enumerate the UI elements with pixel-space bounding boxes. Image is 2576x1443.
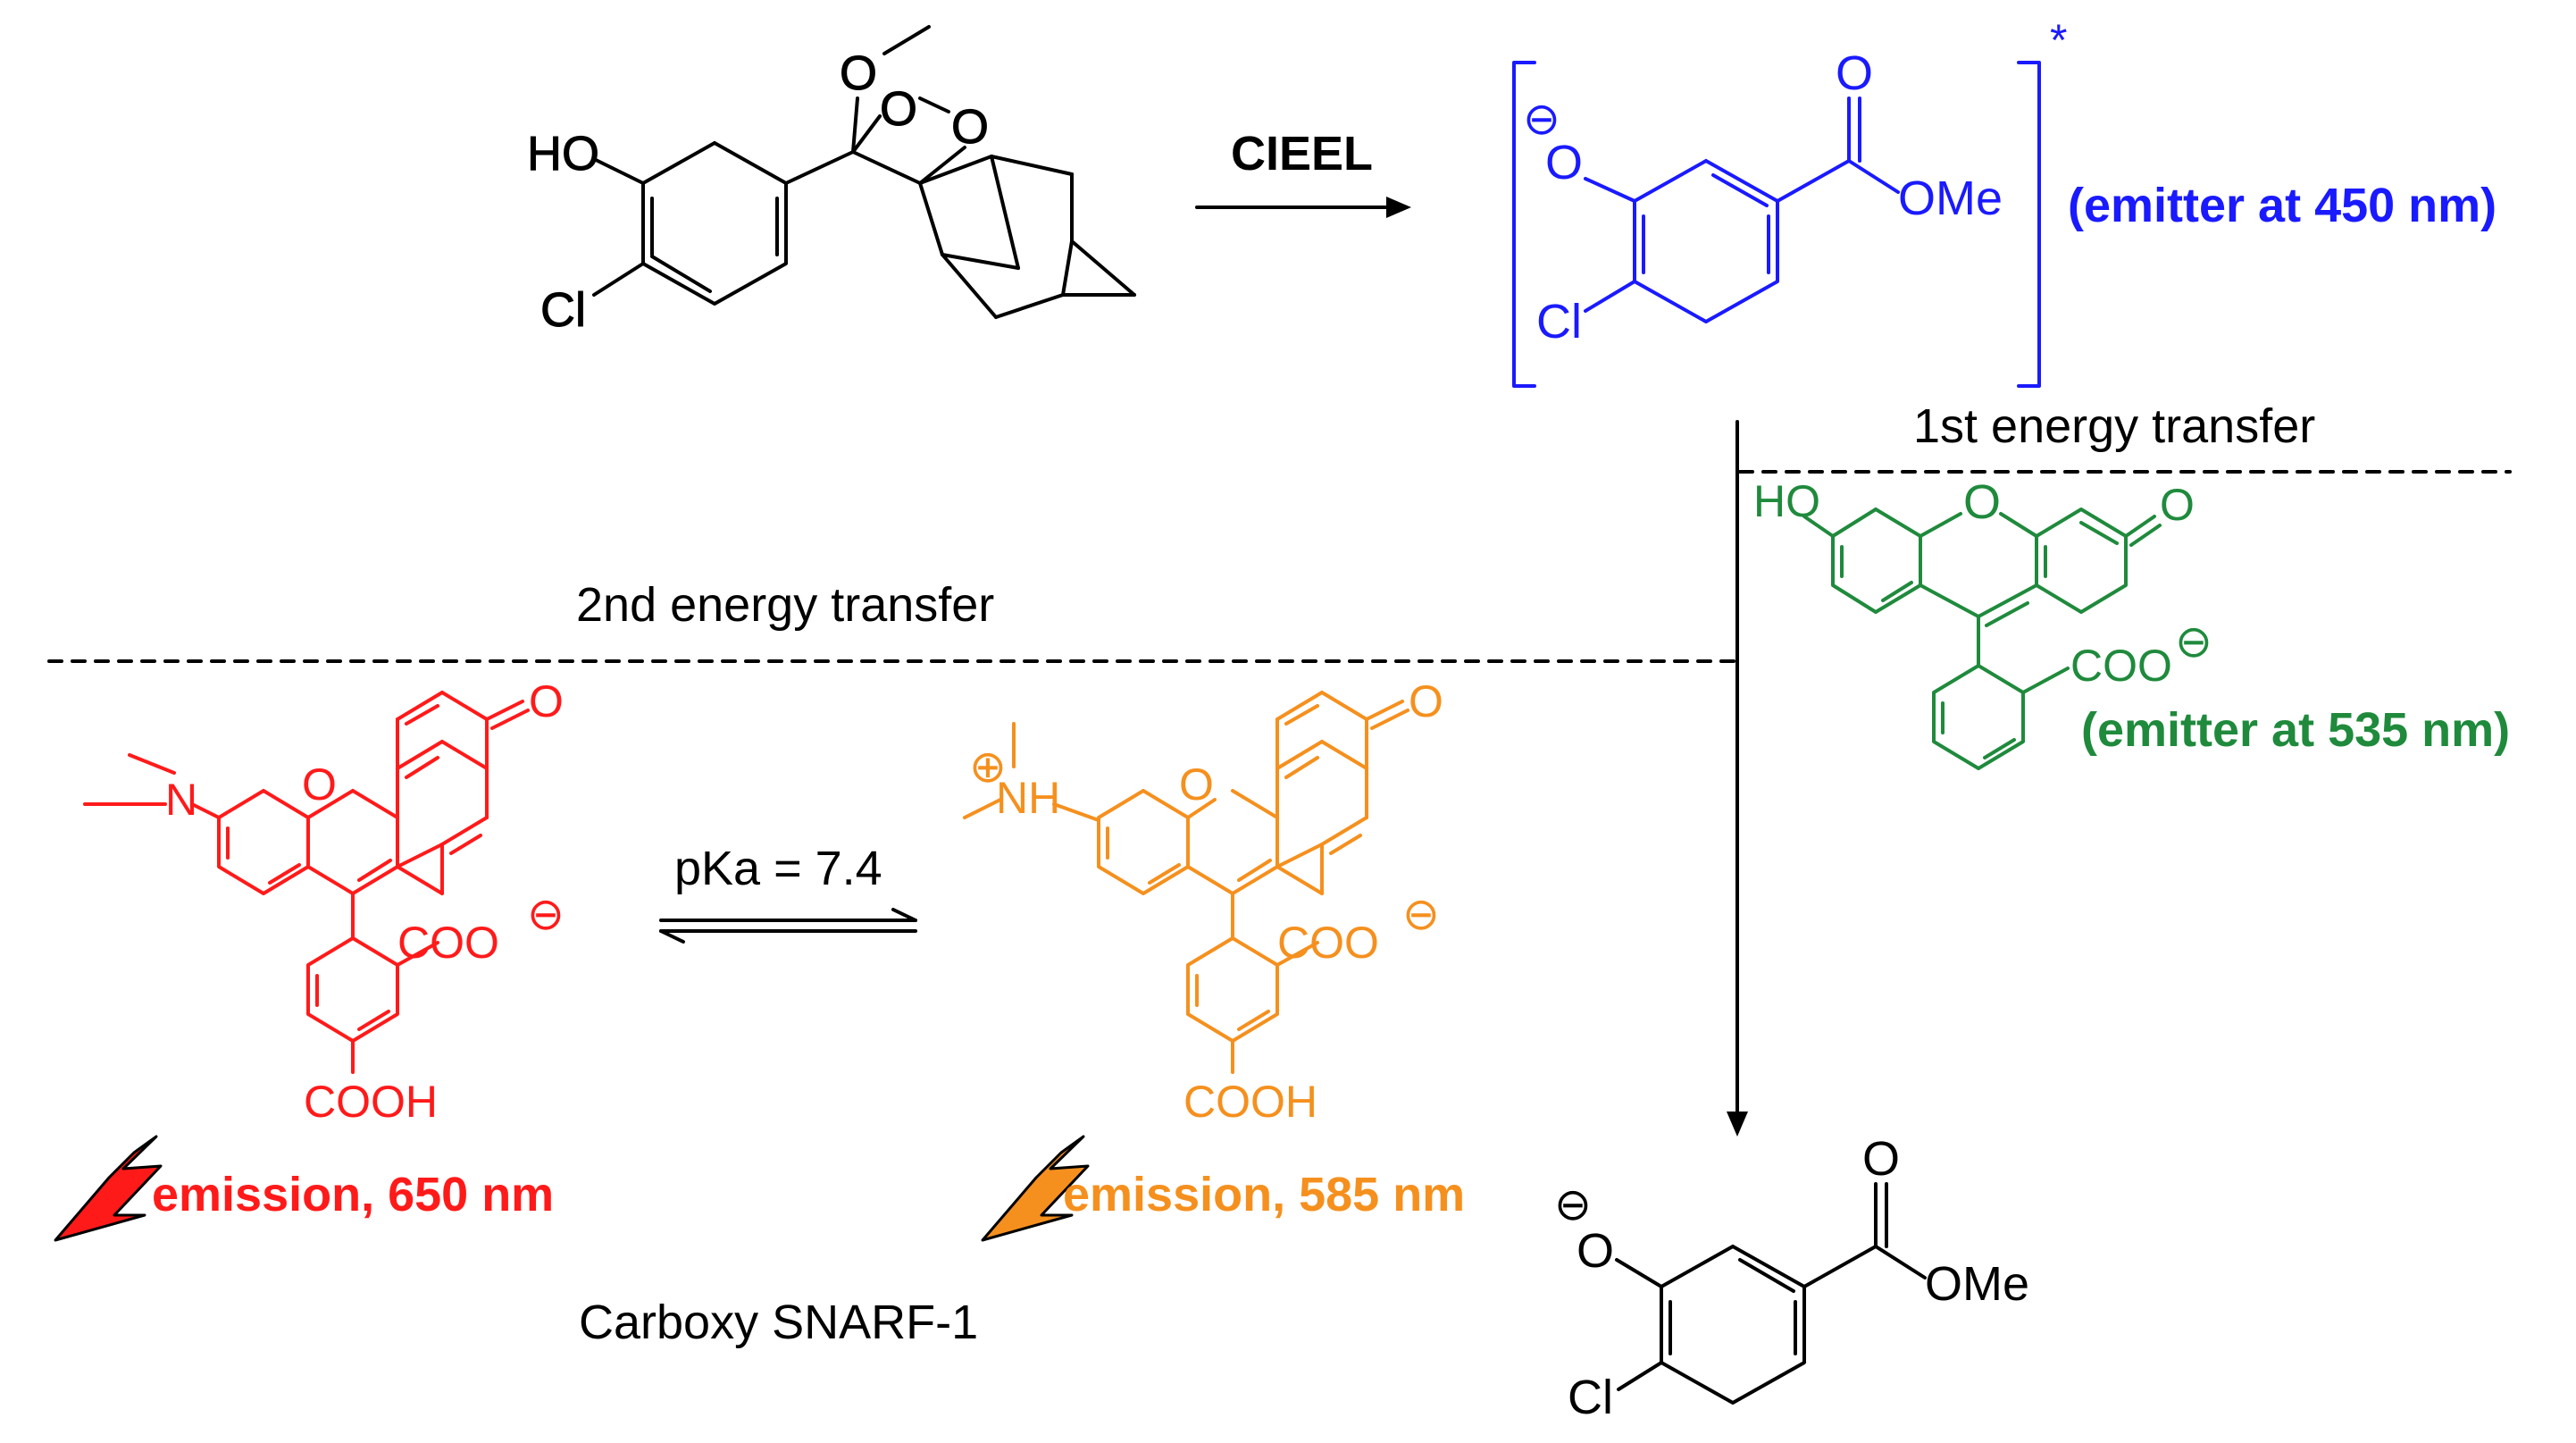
- ome-label-blue: OMe: [1898, 172, 2003, 225]
- cooh-label-orange: COOH: [1183, 1077, 1317, 1127]
- cieel-label: CIEEL: [1231, 127, 1373, 180]
- cl-label-blue: Cl: [1536, 295, 1582, 348]
- xanthene-o-label-green: O: [1963, 475, 2001, 529]
- dye-name-label: Carboxy SNARF-1: [579, 1296, 978, 1349]
- phenolate-o-label: O: [1545, 136, 1583, 189]
- emission-585-label: emission, 585 nm: [1063, 1168, 1465, 1221]
- blue-emitter: * O ⊖ Cl O OMe (emitter at 450 nm): [1512, 15, 2497, 388]
- ome-label-product: OMe: [1925, 1257, 2029, 1311]
- carbonyl-o-label-product: O: [1862, 1132, 1900, 1186]
- o-ring-label-2: O: [951, 100, 989, 154]
- energy-transfer-lines: 1st energy transfer 2nd energy transfer: [47, 399, 2512, 1137]
- phenolate-minus: ⊖: [1523, 94, 1560, 144]
- n-label-red: N: [165, 775, 197, 825]
- o-ring-label-1: O: [880, 82, 917, 136]
- equilibrium-arrows: pKa = 7.4: [659, 842, 917, 944]
- step2-label: 2nd energy transfer: [576, 578, 994, 632]
- phenolate-o-label-product: O: [1577, 1224, 1614, 1278]
- coo-minus-orange: ⊖: [1402, 889, 1440, 939]
- cooh-label-red: COOH: [304, 1077, 438, 1127]
- emission-650-label: emission, 650 nm: [152, 1168, 554, 1221]
- o-methoxy-label: O: [840, 46, 877, 100]
- coo-label-orange: COO: [1277, 918, 1379, 968]
- lightning-bolt-icon: [981, 1135, 1090, 1242]
- cieel-arrow: CIEEL: [1195, 127, 1411, 218]
- xanthene-o-label-orange: O: [1179, 759, 1214, 810]
- keto-o-label-green: O: [2160, 480, 2195, 530]
- ground-state-product: O ⊖ Cl O OMe: [1554, 1132, 2029, 1424]
- lightning-bolt-icon: [54, 1135, 163, 1242]
- red-snarf: N O O: [54, 676, 565, 1242]
- keto-o-label-orange: O: [1409, 676, 1443, 726]
- n-plus-orange: ⊕: [969, 742, 1007, 792]
- keto-o-label-red: O: [529, 676, 564, 726]
- orange-snarf: ⊕ NH O O: [963, 676, 1465, 1242]
- pka-label: pKa = 7.4: [674, 842, 882, 895]
- excited-star: *: [2050, 15, 2067, 65]
- coo-label-green: COO: [2070, 641, 2172, 691]
- green-emitter: O HO O COO ⊖ (emitter at 535 nm): [1753, 475, 2510, 770]
- dioxetane-substrate: HO Cl O O O: [527, 25, 1136, 338]
- cl-label-product: Cl: [1568, 1371, 1613, 1424]
- coo-minus-green: ⊖: [2175, 617, 2212, 667]
- ho-label: HO: [527, 127, 599, 180]
- step1-label: 1st energy transfer: [1913, 399, 2315, 453]
- carbonyl-o-label: O: [1836, 46, 1873, 100]
- emitter-450-label: (emitter at 450 nm): [2068, 179, 2497, 232]
- nh-label-orange: NH: [996, 773, 1060, 823]
- xanthene-o-label-red: O: [302, 759, 337, 810]
- emitter-535-label: (emitter at 535 nm): [2081, 703, 2510, 757]
- coo-label-red: COO: [397, 918, 499, 968]
- cl-label: Cl: [540, 283, 586, 337]
- ho-label-green: HO: [1753, 476, 1820, 526]
- coo-minus-red: ⊖: [527, 889, 565, 939]
- phenolate-minus-product: ⊖: [1554, 1179, 1592, 1229]
